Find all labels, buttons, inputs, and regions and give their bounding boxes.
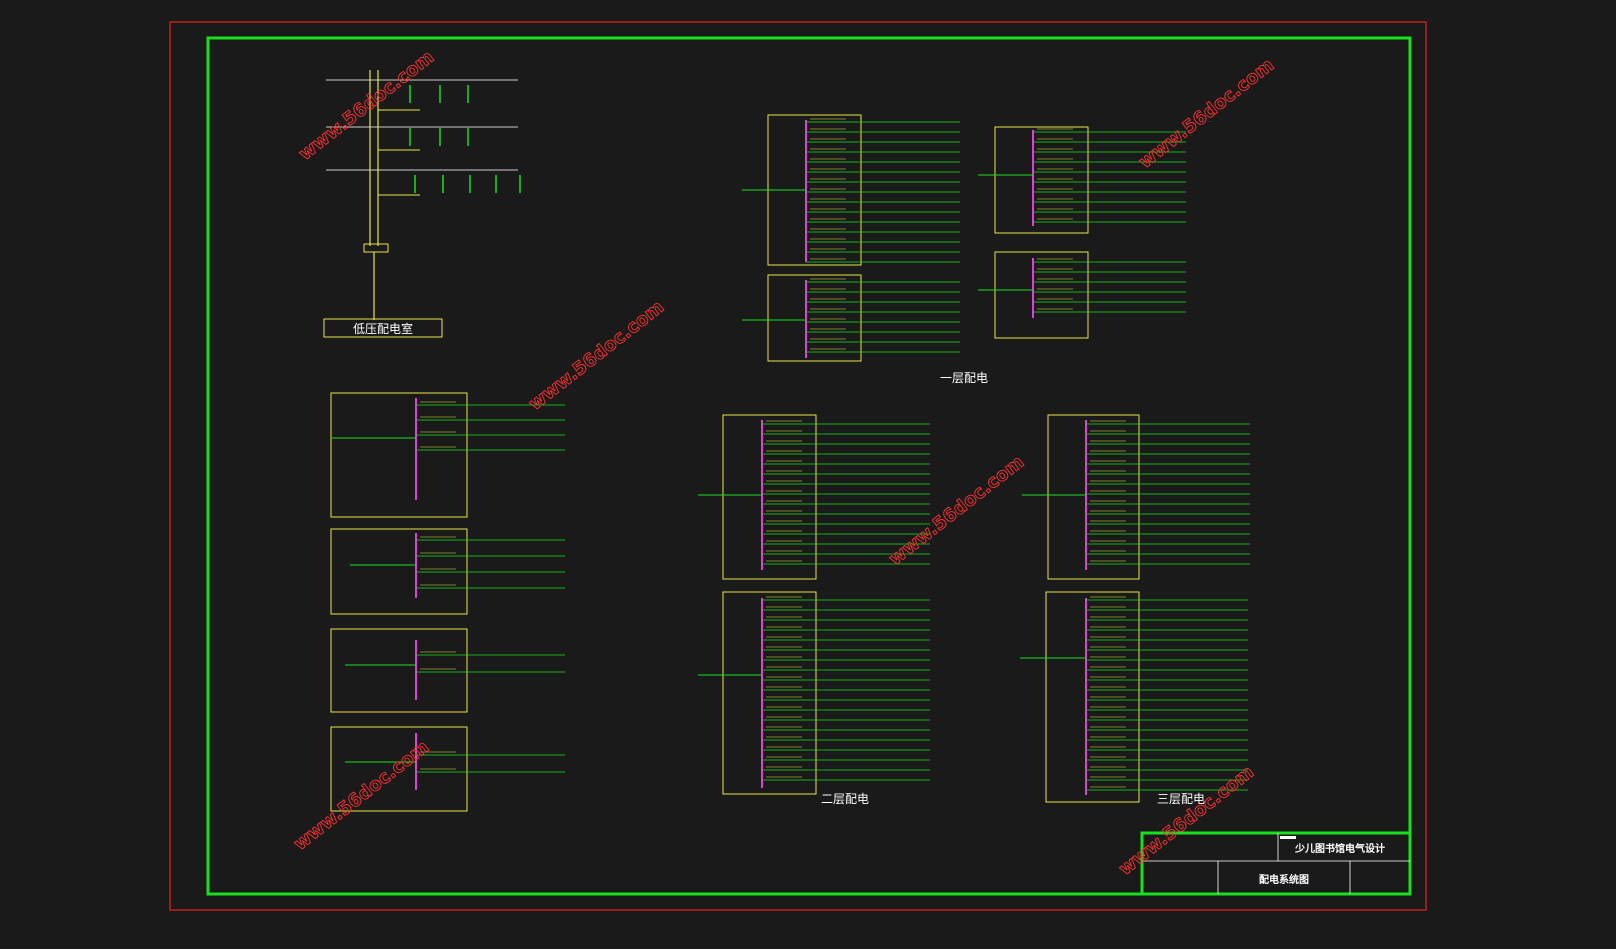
floor2-label: 二层配电 [821,792,869,806]
floor2-panel-a [698,414,817,580]
low-voltage-room-label: 低压配电室 [353,321,413,336]
drawing-title: 配电系统图 [1259,873,1309,886]
floor1-panel-c [978,126,1089,234]
riser-diagram: 低压配电室 [323,70,518,338]
main-panel-1 [330,392,468,518]
low-voltage-room-box [323,318,443,338]
circuit-lines [409,85,1250,791]
main-panel-4 [330,726,468,812]
floor3-label: 三层配电 [1157,792,1205,806]
floor1-panel-a [742,114,862,266]
outer-border [169,21,1427,911]
main-panel-2 [330,528,468,615]
title-block: 少儿图书馆电气设计 配电系统图 [1140,831,1412,896]
floor3-panel-a [1022,414,1140,580]
floor1-panel-b [742,274,862,362]
project-title: 少儿图书馆电气设计 [1294,842,1385,855]
inner-border [206,36,1412,896]
floor3-panel-b [1020,591,1140,803]
floor1-panel-d [978,251,1089,339]
floor1-label: 一层配电 [940,371,988,385]
main-panel-3 [330,628,468,713]
